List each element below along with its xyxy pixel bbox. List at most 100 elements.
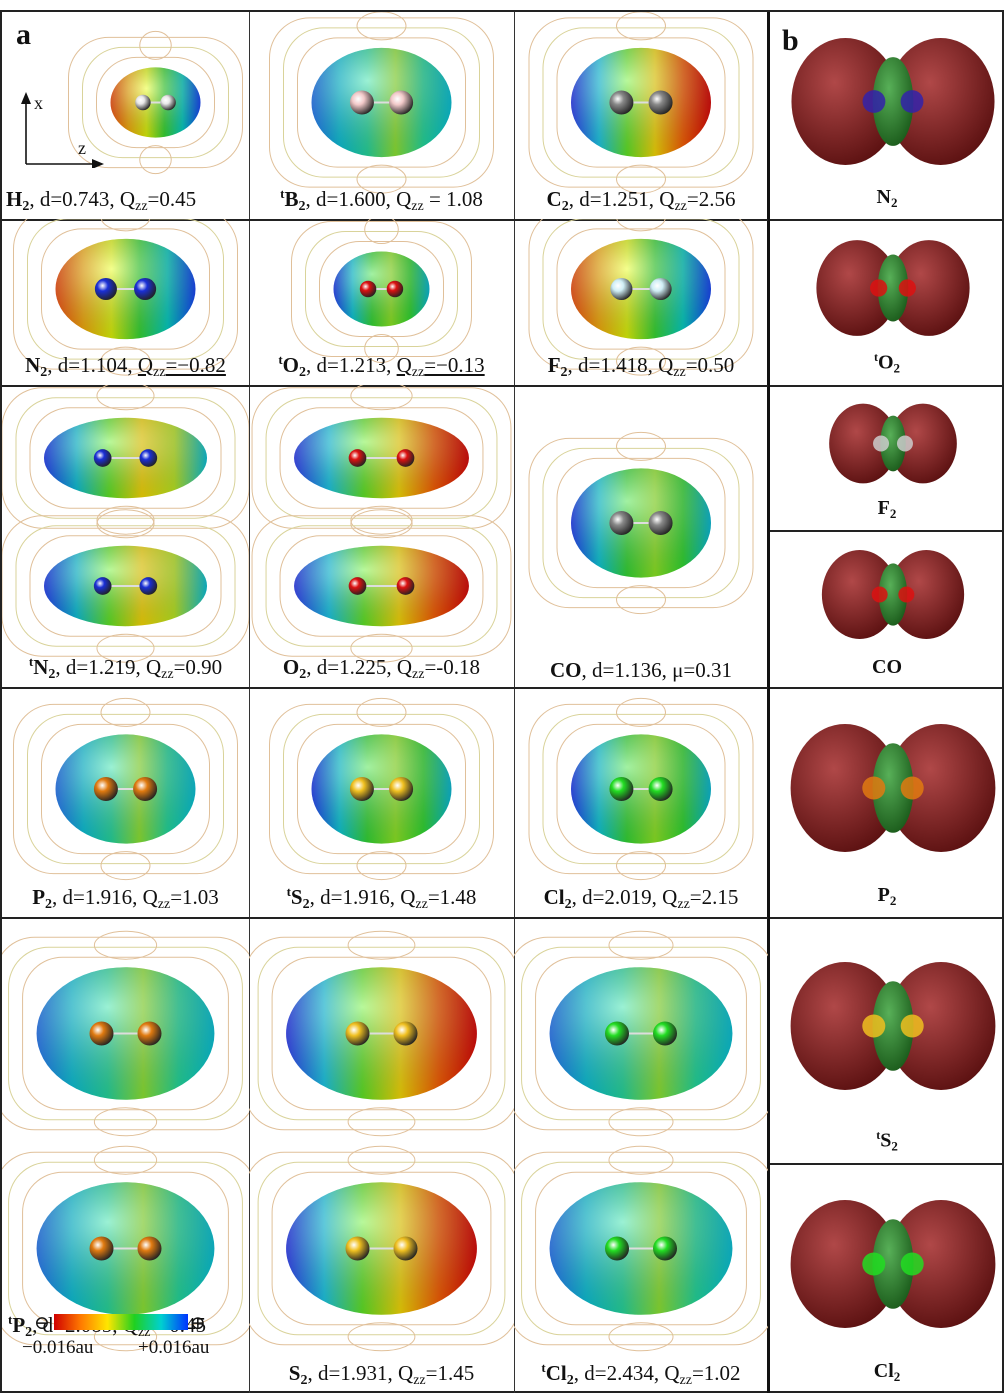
molecule-caption: C2, d=1.251, Qzz=2.56 xyxy=(546,187,736,214)
contour-line xyxy=(257,946,506,1121)
molecule-caption: N2, d=1.104, Qzz=−0.82 xyxy=(25,353,226,380)
contour-line xyxy=(364,333,399,363)
atom-sphere xyxy=(345,1021,370,1046)
contour-line xyxy=(542,219,740,360)
atom-sphere xyxy=(870,279,888,297)
scale-max-label: +0.016au xyxy=(138,1337,210,1358)
orbital-lobe xyxy=(790,962,900,1090)
atom-sphere xyxy=(139,449,158,467)
contour-line xyxy=(269,703,494,875)
contour-line xyxy=(93,1107,158,1137)
contour-line xyxy=(139,30,172,60)
contour-line xyxy=(271,1171,492,1326)
contour-line xyxy=(15,397,236,519)
orbital-cell: P2 xyxy=(770,687,1004,917)
orbital-cell: CO xyxy=(770,530,1004,687)
contour-line xyxy=(528,703,754,875)
contour-line xyxy=(542,27,740,178)
orbital-caption: tS2 xyxy=(876,1128,898,1154)
atom-sphere xyxy=(134,277,157,301)
contour-line xyxy=(13,703,238,875)
row-divider xyxy=(2,219,768,221)
contour-line xyxy=(521,1161,761,1336)
atom-sphere xyxy=(648,90,673,115)
molecule-plot xyxy=(269,697,494,881)
atom-sphere xyxy=(135,94,151,111)
molecule-plot xyxy=(528,431,754,615)
atom-sphere xyxy=(653,1021,677,1046)
contour-line xyxy=(514,1151,768,1346)
molecule-cell: H2, d=0.743, Qzz=0.45 xyxy=(2,12,249,219)
contour-line xyxy=(2,387,249,529)
contour-line xyxy=(251,387,512,529)
orbital-caption: N2 xyxy=(876,186,898,210)
atom-sphere xyxy=(609,511,634,535)
molecule-cell: O2, d=1.225, Qzz=-0.18 xyxy=(249,385,514,687)
molecule-caption: tO2, d=1.213, Qzz=−0.13 xyxy=(278,352,485,380)
atom-sphere xyxy=(396,449,415,467)
orbital-lobe xyxy=(886,724,996,852)
atom-sphere xyxy=(349,90,374,115)
contour-line xyxy=(350,385,413,411)
atom-sphere xyxy=(93,777,118,801)
molecule-plot xyxy=(13,697,238,881)
contour-line xyxy=(100,697,151,727)
molecule-plot xyxy=(249,930,514,1352)
atom-sphere xyxy=(873,435,890,452)
atom-sphere xyxy=(648,511,673,535)
orbital-lobe xyxy=(880,415,906,472)
panel-b-label: b xyxy=(782,24,799,57)
contour-line xyxy=(82,46,229,159)
contour-line xyxy=(608,1107,674,1137)
orbital-lobe xyxy=(872,1219,914,1309)
molecule-caption: P2, d=1.916, Qzz=1.03 xyxy=(32,885,219,912)
atom-sphere xyxy=(349,777,374,801)
contour-line xyxy=(356,851,407,881)
row-divider xyxy=(770,530,1004,532)
contour-line xyxy=(269,17,494,188)
contour-line xyxy=(616,346,666,376)
orbital-caption: F2 xyxy=(877,497,897,521)
contour-line xyxy=(297,723,466,855)
contour-line xyxy=(96,56,215,149)
molecule-cell: C2, d=1.251, Qzz=2.56 xyxy=(514,12,768,219)
contour-line xyxy=(616,851,666,881)
contour-line xyxy=(2,515,249,657)
contour-line xyxy=(319,241,444,337)
contour-line xyxy=(616,431,666,461)
atom-sphere xyxy=(862,1252,886,1276)
molecule-cell: tS2, d=1.916, Qzz=1.48 xyxy=(249,687,514,917)
orbital-cell: tS2 xyxy=(770,917,1004,1163)
contour-line xyxy=(15,525,236,647)
row-divider xyxy=(770,687,1004,689)
contour-line xyxy=(535,956,747,1111)
contour-line xyxy=(356,12,407,41)
axes-indicator xyxy=(21,92,104,168)
molecule-plot xyxy=(2,385,249,663)
contour-line xyxy=(29,407,222,509)
molecule-plot xyxy=(528,219,754,376)
contour-line xyxy=(347,1322,416,1352)
orbital-cell: N2 xyxy=(770,12,1004,219)
contour-line xyxy=(616,164,666,194)
column-divider xyxy=(249,12,250,1393)
contour-line xyxy=(41,723,210,855)
orbital-lobe xyxy=(886,38,995,165)
contour-line xyxy=(556,457,726,589)
atom-sphere xyxy=(609,90,634,115)
atom-sphere xyxy=(348,577,367,595)
molecule-plot xyxy=(68,30,243,175)
contour-line xyxy=(265,397,498,519)
molecule-caption: S2, d=1.931, Qzz=1.45 xyxy=(288,1361,475,1388)
contour-line xyxy=(356,697,407,727)
atom-sphere xyxy=(389,777,414,801)
contour-line xyxy=(257,1161,506,1336)
molecule-caption: O2, d=1.225, Qzz=-0.18 xyxy=(282,655,481,682)
molecule-caption: tB2, d=1.600, Qzz = 1.08 xyxy=(280,186,483,214)
molecule-cell: tB2, d=1.600, Qzz = 1.08 xyxy=(249,12,514,219)
contour-line xyxy=(2,936,249,1131)
atom-sphere xyxy=(393,1236,418,1261)
contour-line xyxy=(556,228,726,350)
contour-line xyxy=(8,946,243,1121)
contour-line xyxy=(616,697,666,727)
